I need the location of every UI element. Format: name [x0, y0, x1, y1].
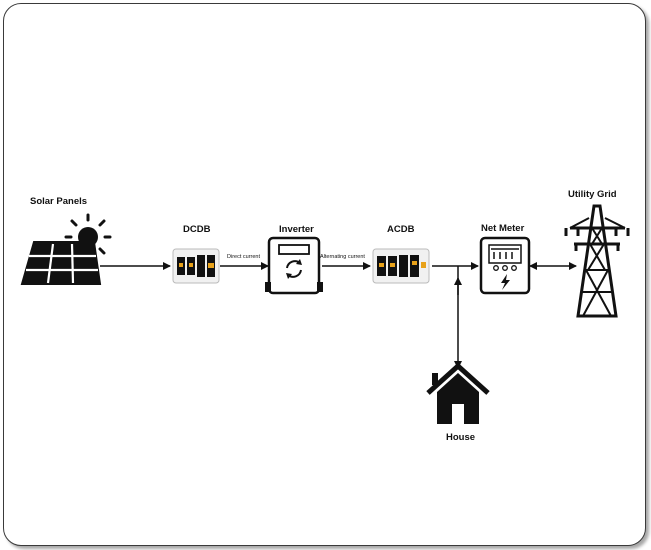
- house-label: House: [446, 432, 475, 443]
- direct-current-label: Direct current: [227, 254, 260, 260]
- house-icon: [426, 362, 490, 424]
- dcdb-label: DCDB: [183, 224, 211, 235]
- acdb-label: ACDB: [387, 224, 415, 235]
- solar-panels-label: Solar Panels: [30, 196, 87, 207]
- solar-panel-icon: [20, 213, 112, 285]
- net-meter-label: Net Meter: [481, 223, 525, 234]
- transmission-tower-icon: [564, 204, 630, 318]
- dcdb-breaker-icon: [172, 248, 220, 284]
- slide-frame: [3, 3, 646, 546]
- utility-grid-label: Utility Grid: [568, 189, 617, 200]
- connectors: [100, 262, 577, 369]
- alternating-current-label: Alternating current: [320, 254, 365, 260]
- net-meter-icon: [479, 236, 531, 295]
- inverter-label: Inverter: [279, 224, 314, 235]
- inverter-icon: [265, 236, 323, 295]
- acdb-breaker-icon: [372, 248, 430, 284]
